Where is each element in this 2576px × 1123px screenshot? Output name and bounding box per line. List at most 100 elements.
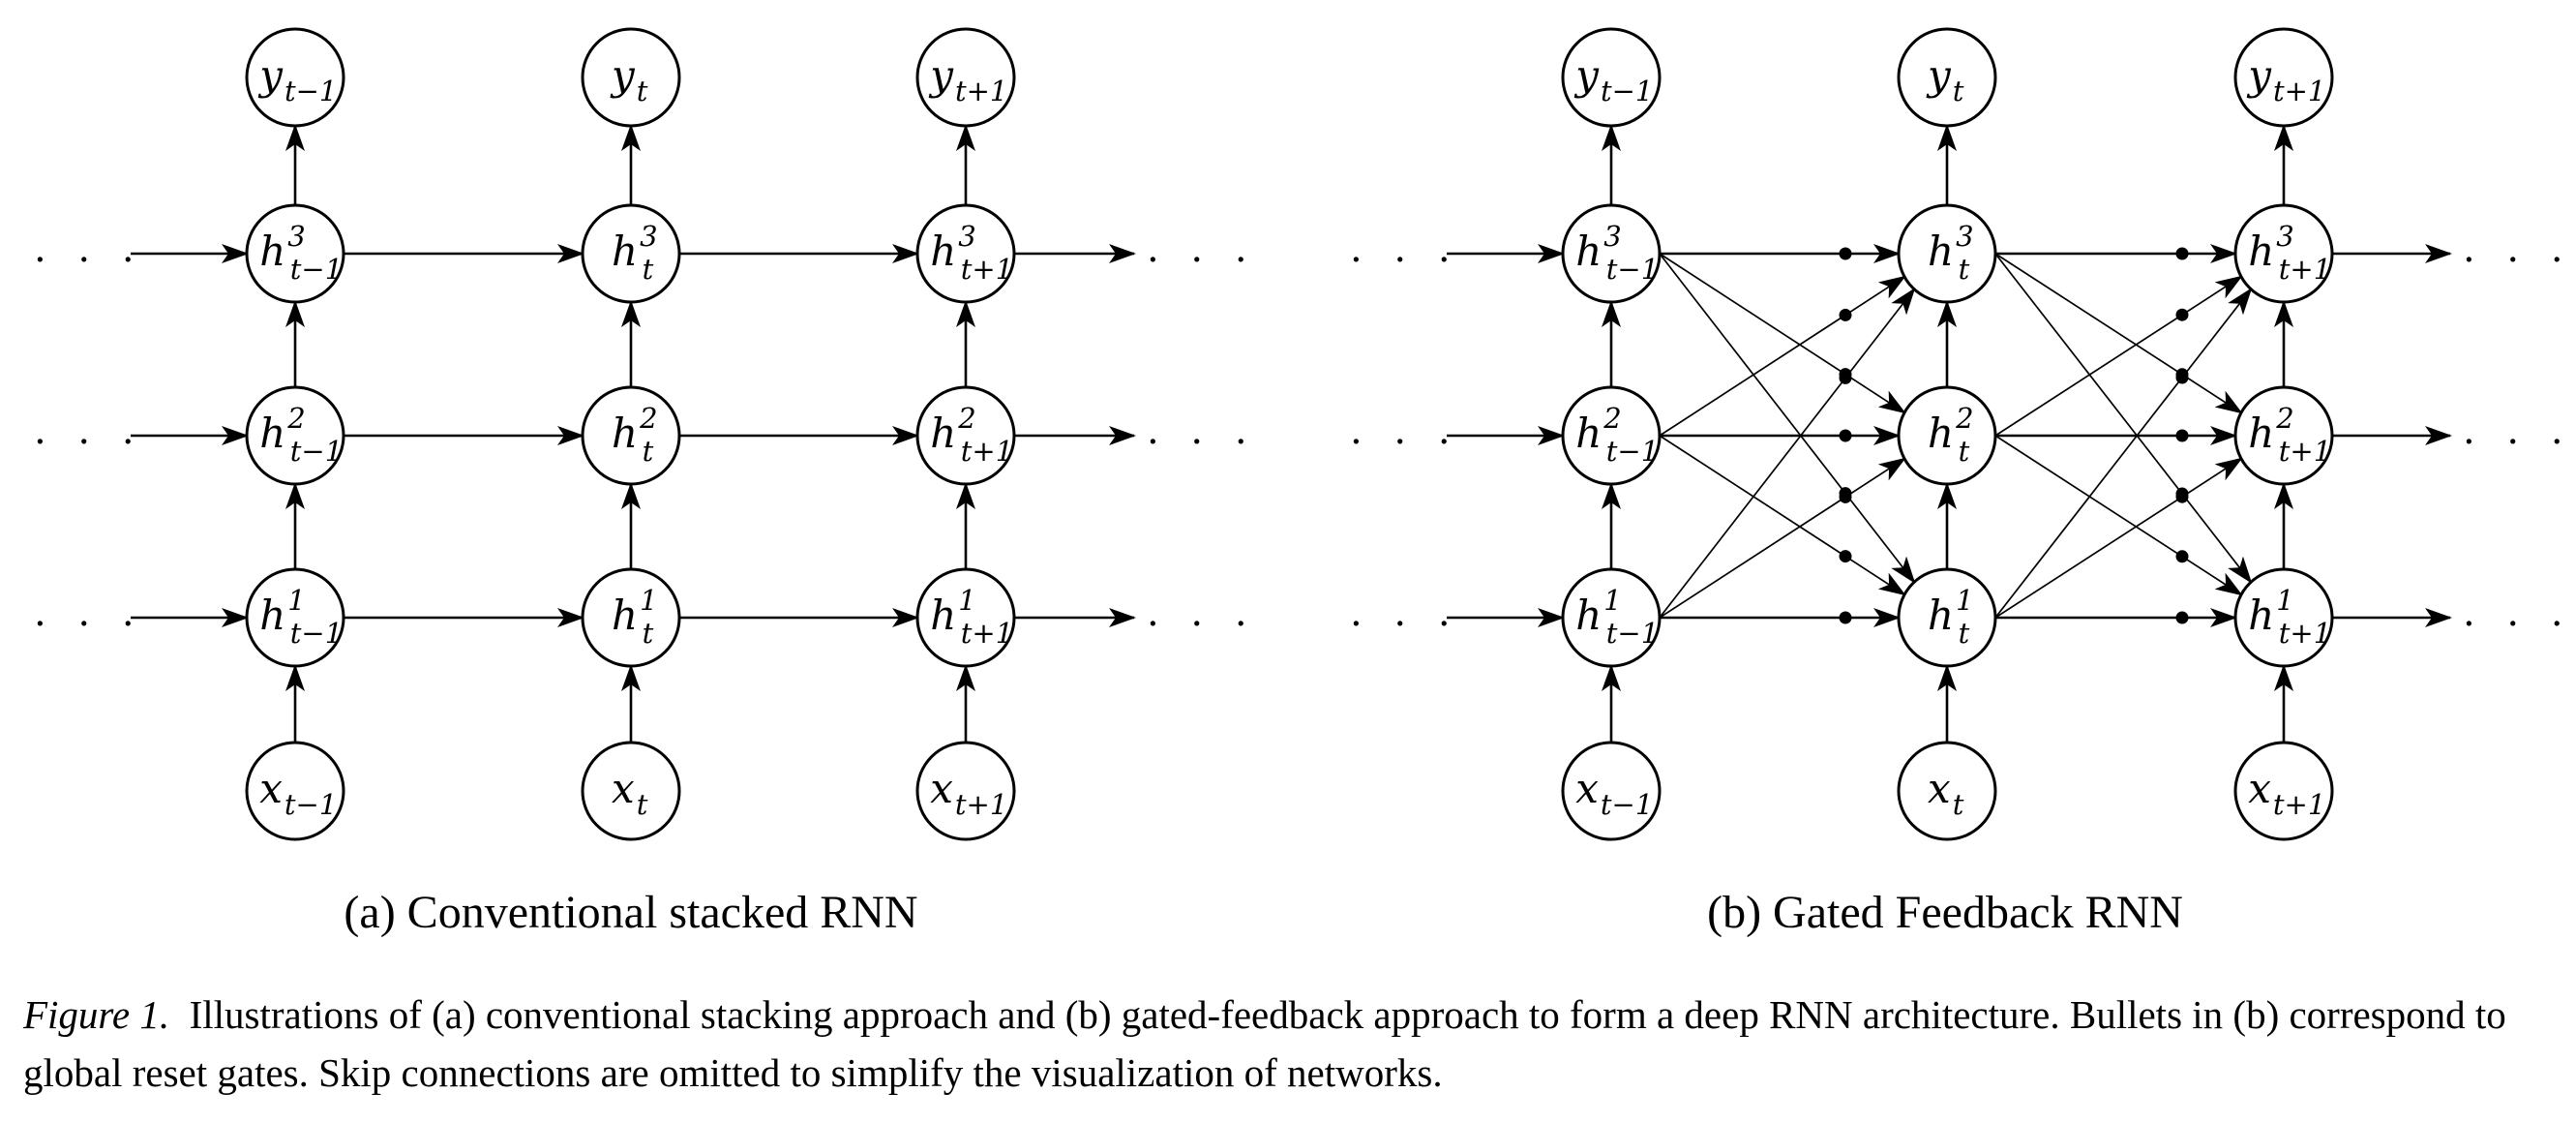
ellipsis-right: . . . [2463,227,2573,271]
node-y-col0: yt−1 [245,27,345,128]
node-y-col2-label: yt+1 [2246,51,2325,107]
edge-gated-h1-to-h2 [1994,457,2243,619]
node-h1-col0-label-base: h [1575,592,1602,639]
node-x-col0-label: xt−1 [259,765,337,821]
edge-gated-h3-to-h2 [1994,253,2243,414]
node-x-col2-label: xt+1 [2248,765,2325,821]
node-h2-col2-label-base: h [2248,410,2274,457]
node-h3-col0-circle [245,203,345,304]
node-h3-col1-label-sub: t [1959,253,1970,286]
node-h3-col0-label-sup: 3 [1603,220,1621,253]
node-x-col1-label: xt [612,765,648,821]
node-x-col1-label-sub: t [1953,788,1964,821]
node-h1-col0-label-sub: t−1 [1606,617,1659,650]
ellipsis-left: . . . [34,591,144,635]
node-y-col1-label: yt [610,51,648,107]
node-y-col1-label-sub: t [637,75,648,107]
node-h1-col1-circle [581,567,681,668]
node-h3-col1-label-base: h [1928,228,1954,275]
node-y-col0-label-base: y [1573,51,1600,99]
node-h2-col1-label-sub: t [643,435,654,468]
edge-gated-h1-to-h3 [1659,288,1916,619]
ellipsis-left: . . . [34,227,144,271]
reset-gate-bullet [1839,308,1852,321]
edge-gated-h1-to-h3 [1994,288,2253,619]
reset-gate-bullet [1839,247,1852,260]
node-h1-col0-circle [245,567,345,668]
node-x-col0-label-sub: t−1 [1601,788,1653,821]
node-h2-col0-circle [1561,385,1662,486]
node-x-col2-circle [915,741,1016,841]
node-h3-col2-label-sub: t+1 [2279,253,2331,286]
node-x-col1: xt [1897,741,1997,841]
node-h3-col0-label-sup: 3 [287,220,305,253]
node-y-col1-circle [581,27,681,128]
node-h3-col0-label-base: h [259,228,285,275]
node-h2-col2-label-sub: t+1 [961,435,1013,468]
reset-gate-bullet [2175,371,2189,384]
node-y-col2-circle [2233,27,2334,128]
node-y-col0-label: yt−1 [257,51,337,107]
edge-gated-h1-to-h2 [1659,457,1906,619]
node-x-col2-circle [2233,741,2334,841]
node-h2-col0-label-sub: t−1 [290,435,343,468]
node-x-col1-circle [581,741,681,841]
node-h3-col1-label-sub: t [643,253,654,286]
node-y-col2-label-base: y [2246,51,2272,99]
node-h3-col1-label-sup: 3 [1956,220,1973,253]
node-h3-col2-label-sup: 3 [2276,220,2293,253]
node-y-col1-label-base: y [1926,51,1952,99]
node-h2-col2-label-sub: t+1 [2279,435,2331,468]
figure-caption-text: Illustrations of (a) conventional stacki… [23,992,2506,1095]
node-x-col0: xt−1 [245,741,345,841]
node-y-col2-circle [915,27,1016,128]
node-y-col0-circle [245,27,345,128]
node-x-col0-label: xt−1 [1575,765,1653,821]
node-y-col1: yt [1897,27,1997,128]
node-h2-col1-label-sub: t [1959,435,1970,468]
node-h3-col2-circle [915,203,1016,304]
node-x-col0: xt−1 [1561,741,1662,841]
figure-caption: Figure 1. Illustrations of (a) conventio… [23,986,2559,1102]
edge-gated-h2-to-h3 [1659,275,1906,437]
edge-gated-h3-to-h2 [1659,253,1906,414]
reset-gate-bullet [2175,308,2189,321]
reset-gate-bullet [2175,490,2189,503]
node-h3-col1-circle [1897,203,1997,304]
node-y-col0-label-sub: t−1 [285,75,337,107]
node-y-col1-label: yt [1926,51,1964,107]
node-h2-col2-label-sup: 2 [957,402,975,435]
node-h2-col0-label-base: h [259,410,285,457]
node-h1-col2-label-base: h [930,592,956,639]
ellipsis-right: . . . [2463,409,2573,453]
node-h3-col2-circle [2233,203,2334,304]
reset-gate-bullet [1839,429,1852,442]
node-y-col1-label-sub: t [1953,75,1964,107]
node-y-col2-label-sub: t+1 [2273,75,2325,107]
node-h2-col0-label-base: h [1575,410,1602,457]
ellipsis-right: . . . [1147,409,1257,453]
node-x-col2: xt+1 [2233,741,2334,841]
node-h1-col0-label-base: h [259,592,285,639]
node-h2-col1-circle [1897,385,1997,486]
node-x-col2-label: xt+1 [930,765,1007,821]
node-x-col0-label-base: x [1575,765,1599,812]
